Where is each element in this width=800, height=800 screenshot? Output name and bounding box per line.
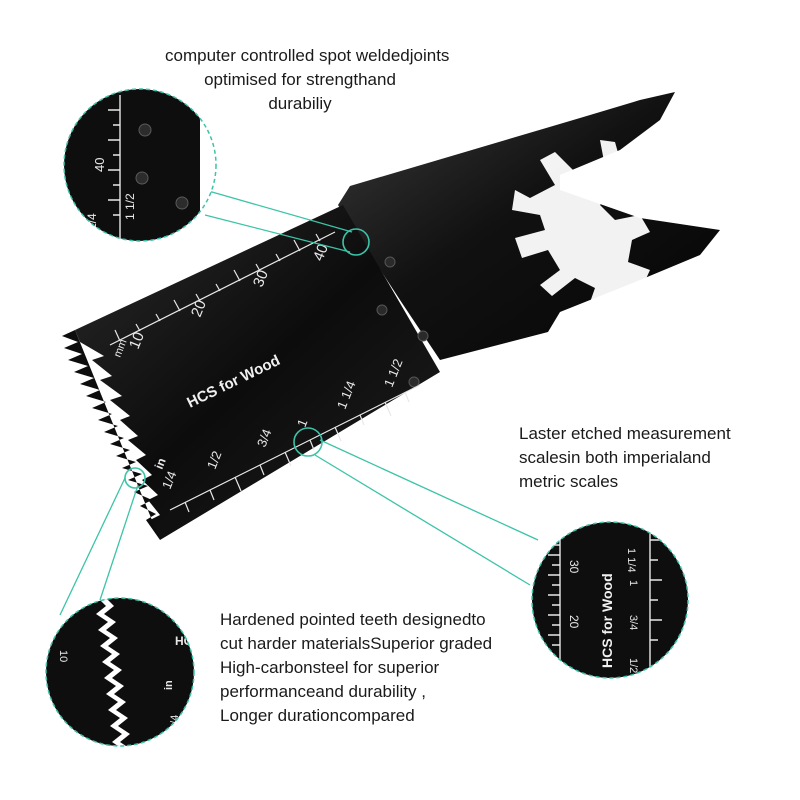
weld-dots bbox=[376, 256, 429, 388]
caption-hardened-teeth: Hardened pointed teeth designedto cut ha… bbox=[220, 608, 492, 728]
caption-welded-joints: computer controlled spot weldedjoints op… bbox=[165, 44, 450, 116]
caption-bottom-line-2: cut harder materialsSuperior graded bbox=[220, 634, 493, 653]
imperial-label-1-4: 1/4 bbox=[159, 469, 180, 491]
metric-label-30: 30 bbox=[250, 268, 272, 290]
zoom-unit-in: in bbox=[163, 680, 175, 690]
caption-bottom-line-4: performanceand durability , bbox=[220, 682, 427, 701]
zoom-imperial-1: 1 bbox=[627, 580, 639, 586]
caption-bottom-line-1: Hardened pointed teeth designedto bbox=[220, 610, 486, 629]
zoom-brand-fragment: HCS bbox=[175, 634, 200, 648]
callout-spot-rings bbox=[124, 228, 370, 489]
zoom-ring-scale bbox=[531, 521, 689, 679]
caption-top-line-1: computer controlled spot weldedjoints bbox=[165, 46, 450, 65]
blade-body bbox=[75, 205, 440, 540]
zoom-metric-20: 20 bbox=[567, 615, 581, 629]
metric-label-40: 40 bbox=[310, 242, 332, 264]
caption-top-line-3: durabiliy bbox=[268, 94, 332, 113]
zoom-circle-teeth: HCS 10 in 1/4 bbox=[46, 598, 200, 746]
caption-measurement-scales: Laster etched measurement scalesin both … bbox=[519, 422, 731, 494]
zoom-imperial-1-2: 1/2 bbox=[627, 658, 639, 673]
caption-top-line-2: optimised for strengthand bbox=[204, 70, 396, 89]
zoom-brand-text: HCS for Wood bbox=[599, 573, 615, 668]
caption-right-line-2: scalesin both imperialand bbox=[519, 448, 711, 467]
metric-label-20: 20 bbox=[188, 298, 210, 320]
mount-cutout bbox=[512, 140, 650, 312]
imperial-label-1-2: 1/2 bbox=[204, 449, 225, 471]
callout-lines bbox=[59, 189, 539, 616]
blade-shank bbox=[338, 92, 720, 360]
zoom-imperial-1-1-2: 1 1/2 bbox=[123, 193, 137, 220]
zoom-imperial-1-1-4: 1 1/4 bbox=[85, 213, 99, 240]
zoom-imperial-1-1-4: 1 1/4 bbox=[625, 548, 637, 572]
caption-right-line-1: Laster etched measurement bbox=[519, 424, 731, 443]
imperial-label-3-4: 3/4 bbox=[254, 427, 275, 449]
caption-bottom-line-3: High-carbonsteel for superior bbox=[220, 658, 440, 677]
caption-bottom-line-5: Longer durationcompared bbox=[220, 706, 415, 725]
zoom-imperial-1-4: 1/4 bbox=[169, 715, 181, 730]
zoom-ring-teeth bbox=[45, 597, 195, 747]
zoom-circle-scale: HCS for Wood 30 20 1 1/4 1 3/4 1/2 bbox=[532, 522, 688, 678]
zoom-imperial-3-4: 3/4 bbox=[627, 615, 639, 630]
zoom-circle-welds: 40 1 1/2 1 1/4 bbox=[64, 89, 216, 241]
zoom-ring-welds bbox=[63, 88, 217, 242]
blade-teeth bbox=[62, 330, 160, 540]
metric-label-10: 10 bbox=[126, 330, 148, 352]
zoom-metric-30: 30 bbox=[567, 560, 581, 574]
metric-scale bbox=[109, 231, 336, 346]
zoom-metric-40: 40 bbox=[92, 158, 107, 172]
imperial-unit: in bbox=[152, 456, 169, 471]
zoom-metric-10: 10 bbox=[57, 650, 69, 662]
caption-right-line-3: metric scales bbox=[519, 472, 619, 491]
